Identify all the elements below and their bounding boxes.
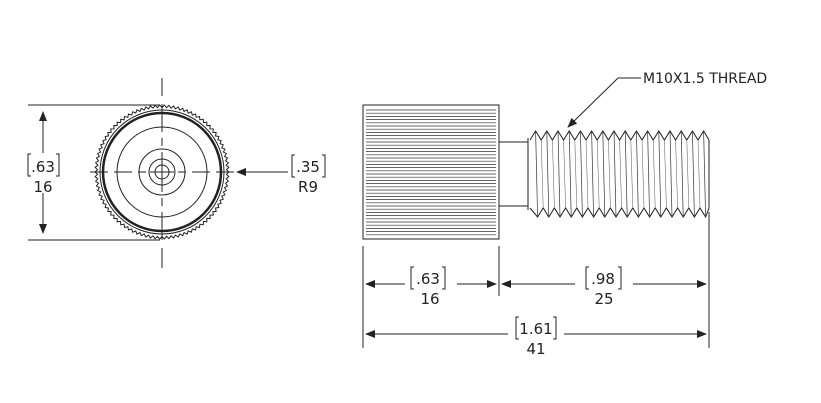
head-length-dimension: .63 16 (365, 266, 497, 308)
thread-bottom-profile (529, 207, 710, 219)
radius-mm: R9 (298, 178, 318, 196)
thread-length-inch: .98 (591, 270, 615, 288)
thread-crests (535, 130, 706, 218)
diameter-inch: .63 (31, 158, 55, 176)
threaded-shank (529, 130, 710, 219)
thread-top-profile (529, 130, 710, 141)
head-length-inch: .63 (416, 270, 440, 288)
knurled-head (362, 104, 500, 240)
thread-callout: M10X1.5 THREAD (567, 71, 767, 128)
thread-callout-label: M10X1.5 THREAD (643, 71, 767, 87)
overall-length-mm: 41 (526, 340, 545, 358)
head-length-mm: 16 (420, 290, 439, 308)
side-view: M10X1.5 THREAD (362, 71, 767, 240)
length-dimensions: .63 16 .98 25 1.61 41 (362, 212, 710, 358)
radius-dimension: .35 R9 (236, 154, 326, 196)
radius-inch: .35 (296, 158, 320, 176)
knurl-texture (366, 109, 496, 236)
diameter-dimension: .63 16 (27, 104, 160, 241)
diameter-mm: 16 (33, 178, 52, 196)
thread-length-mm: 25 (594, 290, 613, 308)
center-lines (90, 78, 234, 268)
overall-length-dimension: 1.61 41 (365, 316, 707, 358)
overall-length-inch: 1.61 (519, 320, 552, 338)
thread-length-dimension: .98 25 (501, 266, 707, 308)
neck (499, 138, 529, 210)
front-view: .63 16 .35 R9 (27, 78, 326, 268)
